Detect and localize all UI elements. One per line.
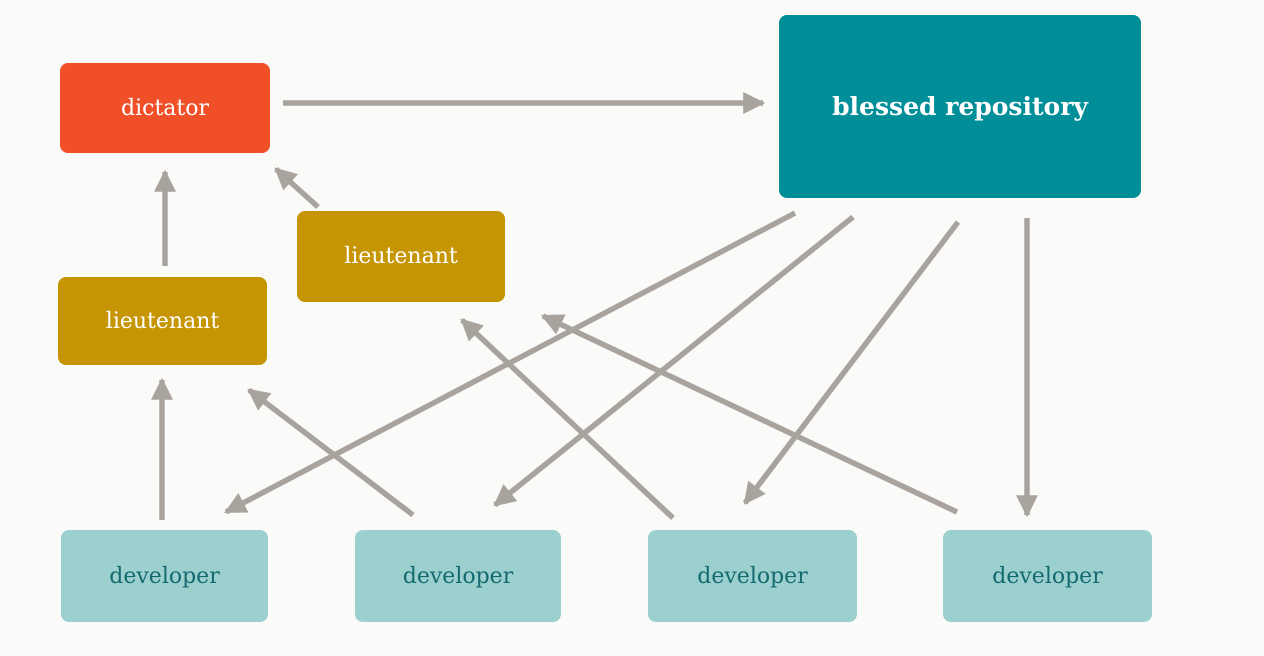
node-developer-3: developer (648, 530, 857, 622)
node-developer-2-label: developer (402, 563, 514, 589)
node-developer-4-label: developer (992, 563, 1103, 589)
arrow-lieutenant_2-to-dictator (274, 166, 320, 210)
arrow-blessed_repository-to-developer_3 (742, 220, 961, 505)
node-blessed-repository: blessed repository (779, 15, 1141, 198)
node-developer-4: developer (943, 530, 1152, 622)
node-lieutenant-2-label: lieutenant (344, 244, 458, 269)
node-developer-2: developer (355, 530, 561, 622)
arrow-developer_4-to-lieutenant_2 (541, 313, 959, 515)
node-dictator-label: dictator (121, 95, 209, 121)
node-developer-1: developer (61, 530, 268, 622)
node-blessed-repository-label: blessed repository (832, 92, 1088, 121)
arrow-blessed_repository-to-developer_2 (493, 214, 855, 508)
arrow-developer_2-to-lieutenant_1 (247, 387, 415, 518)
node-lieutenant-1: lieutenant (58, 277, 267, 365)
arrow-developer_3-to-lieutenant_2 (460, 317, 675, 521)
node-dictator: dictator (60, 63, 270, 153)
node-developer-3-label: developer (697, 563, 808, 589)
arrow-blessed_repository-to-developer_1 (224, 210, 797, 515)
node-lieutenant-2: lieutenant (297, 211, 505, 302)
node-lieutenant-1-label: lieutenant (105, 308, 220, 334)
node-developer-1-label: developer (109, 563, 220, 589)
